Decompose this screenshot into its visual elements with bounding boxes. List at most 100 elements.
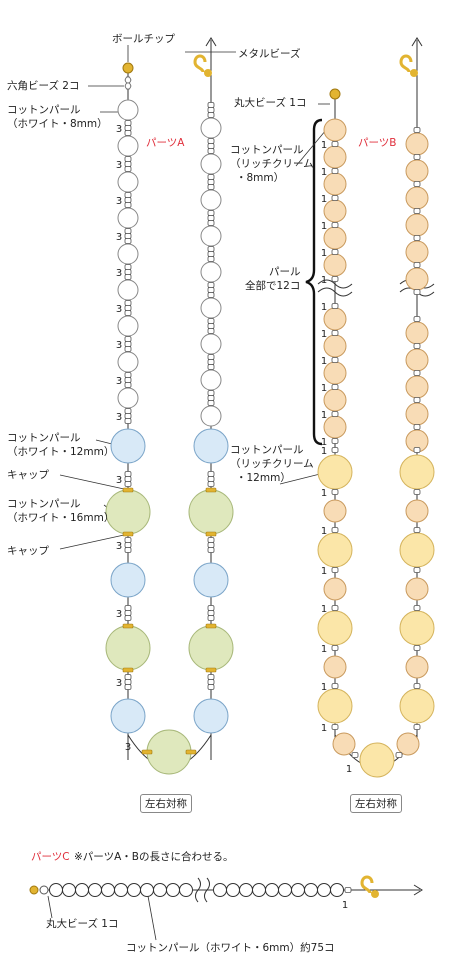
seed-bead — [331, 276, 339, 282]
pearl-total-label-2: 全部で12コ — [245, 280, 301, 292]
seed-bead — [207, 215, 215, 221]
pearl-white-8 — [200, 405, 222, 427]
seed-bead — [207, 138, 215, 144]
seed-bead — [331, 330, 339, 336]
pearl-cream-8 — [405, 655, 429, 679]
seed-bead — [124, 274, 132, 280]
round-bead-c — [39, 885, 49, 895]
seed-bead-c — [344, 887, 352, 893]
pearl-cream-8 — [323, 253, 347, 277]
seed-bead — [207, 359, 215, 365]
seed-bead — [207, 148, 215, 154]
leader-cp-rich-12 — [279, 473, 321, 485]
cp-white-6-label: コットンパール（ホワイト・6mm）約75コ — [126, 942, 335, 954]
seed-bead — [124, 679, 132, 685]
count-1: 1 — [321, 723, 327, 734]
count-3: 3 — [116, 609, 122, 620]
hook-b-right-icon — [399, 54, 418, 77]
cp-white-12-label-2: （ホワイト・12mm） — [7, 446, 115, 458]
seed-bead — [331, 447, 339, 453]
count-3: 3 — [116, 376, 122, 387]
ball-chip-icon — [122, 62, 134, 74]
seed-bead — [207, 143, 215, 149]
count-3: 3 — [116, 412, 122, 423]
seed-bead — [124, 471, 132, 477]
cap-label-2: キャップ — [7, 545, 49, 557]
count-1: 1 — [321, 446, 327, 457]
pearl-cream-8 — [323, 655, 347, 679]
seed-bead — [207, 107, 215, 113]
pearl-white-6 — [75, 883, 89, 897]
pearl-white-16 — [188, 489, 234, 535]
ball-chip-label: ボールチップ — [112, 33, 175, 45]
seed-bead — [331, 438, 339, 444]
seed-bead — [413, 397, 421, 403]
seed-bead — [207, 323, 215, 329]
metal-bead-icon — [204, 69, 212, 77]
count-1: 1 — [321, 410, 327, 421]
count-3: 3 — [116, 541, 122, 552]
seed-bead — [413, 527, 421, 533]
pearl-white-8 — [117, 171, 139, 193]
pearl-white-6 — [291, 883, 305, 897]
seed-bead — [207, 287, 215, 293]
pearl-white-6 — [140, 883, 154, 897]
seed-bead — [207, 542, 215, 548]
seed-bead — [331, 527, 339, 533]
seed-bead — [124, 674, 132, 680]
cp-white-16-label-2: （ホワイト・16mm） — [7, 512, 115, 524]
pearl-cream-12 — [399, 610, 435, 646]
metal-bead-icon — [371, 890, 379, 898]
pearl-white-8 — [117, 387, 139, 409]
seed-bead — [207, 174, 215, 180]
seed-bead — [124, 120, 132, 126]
pearl-white-6 — [49, 883, 63, 897]
cap-icon — [122, 531, 134, 537]
arrow-c-icon — [413, 884, 423, 896]
cp-rich-12-label-3: ・12mm） — [236, 472, 291, 484]
seed-bead — [207, 390, 215, 396]
count-1: 1 — [321, 194, 327, 205]
seed-bead — [207, 400, 215, 406]
pearl-cream-8 — [323, 145, 347, 169]
cap-icon — [122, 623, 134, 629]
seed-bead — [207, 471, 215, 477]
hook-c-icon — [360, 875, 379, 898]
cap-icon — [205, 623, 217, 629]
leader-cp-white-6 — [147, 895, 157, 941]
seed-bead — [413, 289, 421, 295]
pearl-cream-8 — [405, 186, 429, 210]
seed-bead — [413, 370, 421, 376]
seed-bead — [124, 202, 132, 208]
parts-c-note: ※パーツA・Bの長さに合わせる。 — [74, 851, 234, 863]
seed-bead — [124, 161, 132, 167]
pearl-white-12 — [110, 698, 146, 734]
pearl-cream-8 — [323, 415, 347, 439]
pearl-cream-8 — [405, 132, 429, 156]
count-3: 3 — [116, 124, 122, 135]
seed-bead — [124, 305, 132, 311]
seed-bead — [207, 610, 215, 616]
seed-bead — [207, 679, 215, 685]
cp-rich-12-label-2: （リッチクリーム — [230, 458, 314, 470]
count-3: 3 — [116, 304, 122, 315]
count-1: 1 — [321, 383, 327, 394]
seed-bead — [413, 127, 421, 133]
round-bead-label: 丸大ビーズ 1コ — [234, 97, 307, 109]
seed-bead — [124, 166, 132, 172]
seed-bead — [331, 724, 339, 730]
count-1: 1 — [321, 437, 327, 448]
cp-rich-12-label-1: コットンパール — [230, 444, 304, 456]
pearl-white-8 — [117, 351, 139, 373]
symmetric-badge-b: 左右対称 — [350, 794, 402, 813]
count-1: 1 — [321, 140, 327, 151]
seed-bead — [413, 489, 421, 495]
seed-bead — [124, 197, 132, 203]
seed-bead — [207, 537, 215, 543]
seed-bead — [413, 567, 421, 573]
seed-bead — [331, 489, 339, 495]
seed-bead — [413, 316, 421, 322]
seed-bead — [207, 354, 215, 360]
pearl-cream-8 — [323, 118, 347, 142]
count-1: 1 — [346, 764, 352, 775]
